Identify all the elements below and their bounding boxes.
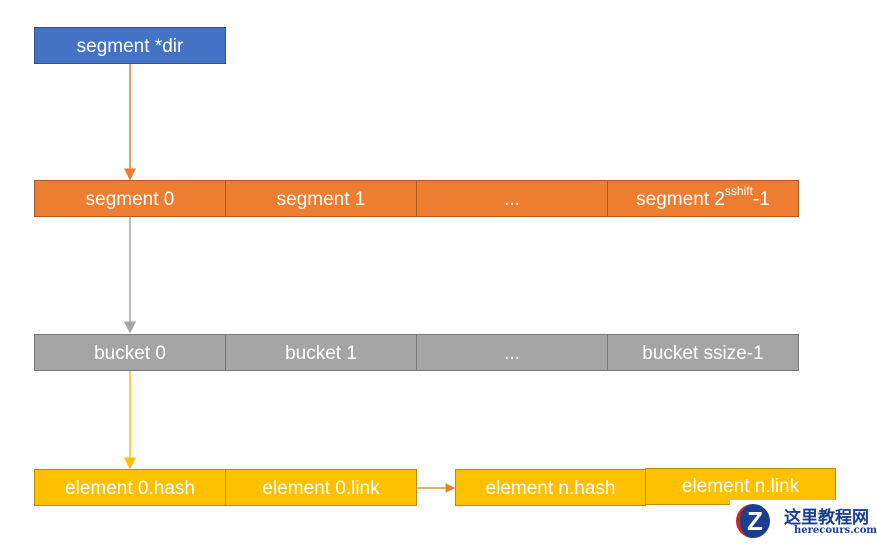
bucket-ellipsis-cell: ... xyxy=(416,334,608,371)
watermark-url: herecours.com xyxy=(794,525,877,536)
element-0-link-cell: element 0.link xyxy=(225,469,417,506)
element-0-hash-cell: element 0.hash xyxy=(34,469,226,506)
segment-last-cell: segment 2sshift-1 xyxy=(607,180,799,217)
bucket-1-cell: bucket 1 xyxy=(225,334,417,371)
segment-1-cell: segment 1 xyxy=(225,180,417,217)
segment-last-exponent: sshift xyxy=(724,183,753,198)
segment-ellipsis-cell: ... xyxy=(416,180,608,217)
segment-0-cell: segment 0 xyxy=(34,180,226,217)
bucket-last-cell: bucket ssize-1 xyxy=(607,334,799,371)
watermark-name: 这里教程网 xyxy=(784,508,869,528)
segment-dir-box: segment *dir xyxy=(34,27,226,64)
segment-last-base: segment 2 xyxy=(636,189,725,210)
logo-z-icon: Z xyxy=(736,504,770,538)
segment-last-suffix: -1 xyxy=(752,189,770,210)
watermark-logo: Z 这里教程网 herecours.com xyxy=(730,500,877,544)
element-n-link-cell: element n.link xyxy=(645,468,836,505)
element-n-hash-cell: element n.hash xyxy=(455,469,646,506)
bucket-0-cell: bucket 0 xyxy=(34,334,226,371)
